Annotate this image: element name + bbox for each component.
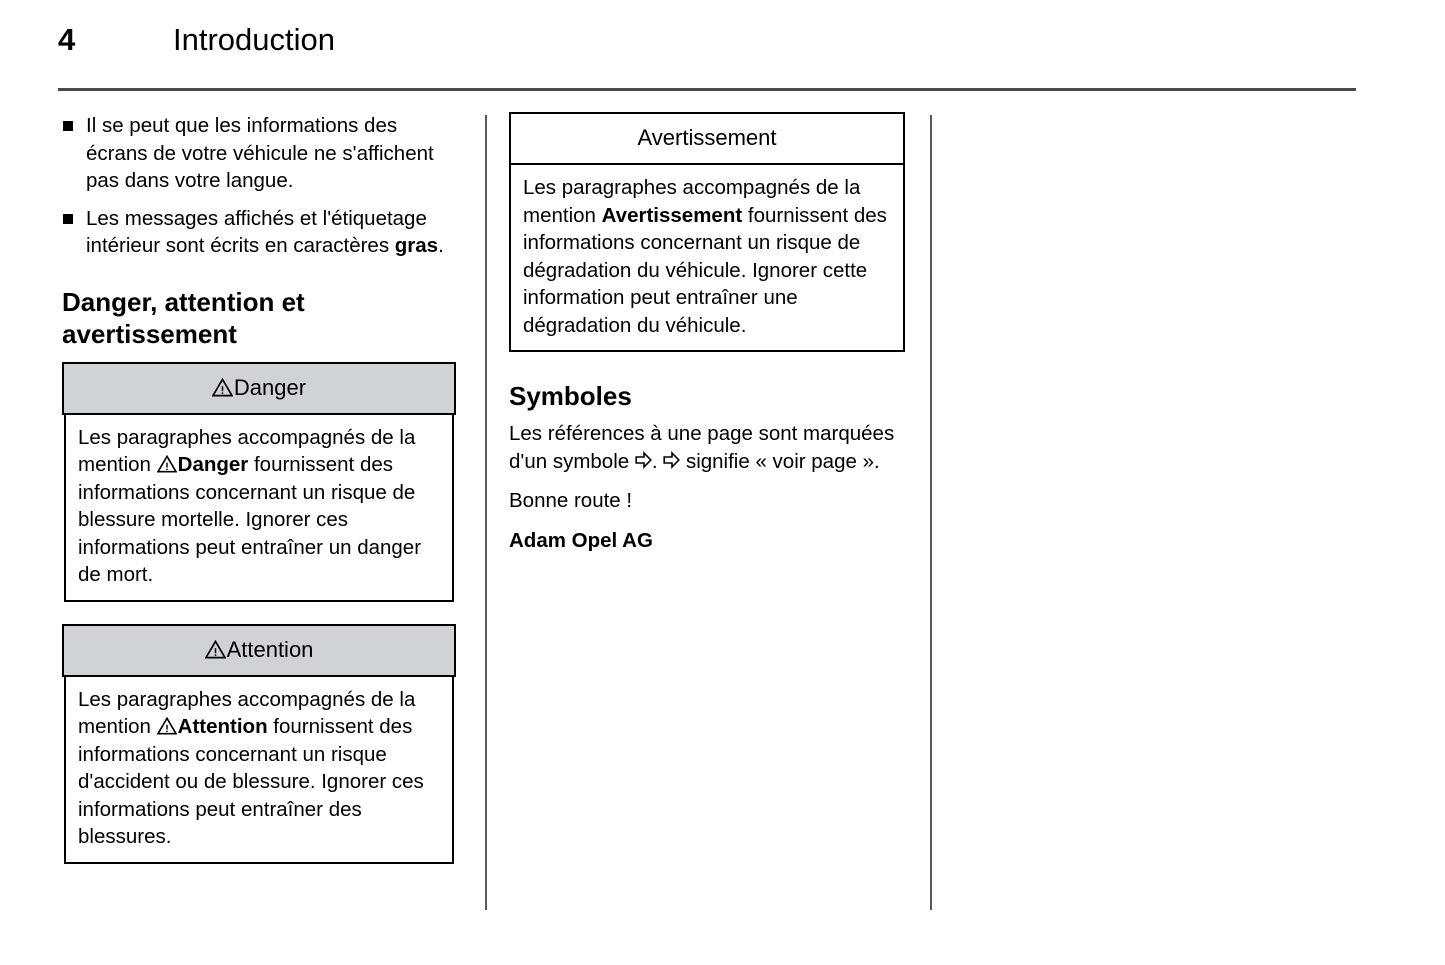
attention-notice-header: Attention: [62, 623, 456, 677]
avertissement-body-before: Les paragraphes accompagnés de la mentio…: [523, 176, 861, 227]
danger-notice-header: Danger: [62, 361, 456, 415]
list-item-text: Il se peut que les informations des écra…: [86, 114, 434, 192]
warning-triangle-icon: [211, 377, 233, 397]
column-divider-left: [485, 115, 487, 910]
danger-body-bold: Danger: [177, 453, 249, 476]
list-item-text-after: .: [438, 234, 444, 257]
avertissement-notice-header: Avertissement: [509, 112, 905, 165]
column-divider-right: [930, 115, 932, 910]
attention-notice-title: Attention: [226, 636, 314, 662]
middle-column: Avertissement Les paragraphes accompagné…: [509, 112, 905, 554]
page-header: 4 Introduction: [58, 24, 1356, 74]
attention-body-before: Les paragraphes accompagnés de la mentio…: [78, 687, 416, 739]
danger-body-after: fournissent des informations concernant …: [78, 453, 422, 586]
avertissement-notice-box: Avertissement Les paragraphes accompagné…: [509, 112, 905, 352]
symboles-text-1: Les références à une page sont marquées …: [509, 422, 895, 473]
company-signature: Adam Opel AG: [509, 528, 653, 552]
symboles-text-2: .: [651, 449, 664, 473]
header-rule: [58, 88, 1356, 91]
left-column: Il se peut que les informations des écra…: [62, 112, 456, 886]
attention-body-bold: Attention: [177, 715, 268, 738]
list-item-text-before: Les messages affichés et l'étiquetage in…: [86, 206, 427, 258]
warning-triangle-icon: [156, 717, 177, 735]
list-item: Il se peut que les informations des écra…: [62, 112, 456, 195]
symboles-paragraph: Les références à une page sont marquées …: [509, 420, 905, 475]
avertissement-body-after: fournissent des informations concernant …: [523, 203, 887, 337]
attention-body-after: fournissent des informations concernant …: [78, 715, 424, 848]
closing-greeting: Bonne route !: [509, 489, 633, 512]
square-bullet-icon: [63, 121, 73, 131]
avertissement-notice-body: Les paragraphes accompagnés de la mentio…: [509, 165, 905, 352]
danger-notice-box: Danger Les paragraphes accompagnés de la…: [62, 361, 456, 602]
avertissement-body-bold: Avertissement: [601, 203, 743, 227]
intro-bullet-list: Il se peut que les informations des écra…: [62, 112, 456, 260]
symboles-text-3: signifie « voir page ».: [680, 449, 880, 473]
square-bullet-icon: [63, 213, 73, 224]
section-heading-symboles: Symboles: [509, 381, 632, 411]
attention-notice-body: Les paragraphes accompagnés de la mentio…: [64, 676, 454, 864]
attention-notice-box: Attention Les paragraphes accompagnés de…: [62, 623, 456, 864]
page-title: Introduction: [173, 22, 335, 57]
danger-notice-body: Les paragraphes accompagnés de la mentio…: [64, 414, 454, 602]
warning-triangle-icon: [156, 455, 177, 473]
warning-triangle-icon: [204, 639, 226, 659]
avertissement-notice-title: Avertissement: [637, 125, 777, 150]
see-page-arrow-icon: [635, 450, 652, 469]
page-number: 4: [58, 22, 76, 57]
see-page-arrow-icon: [663, 450, 681, 469]
list-item: Les messages affichés et l'étiquetage in…: [62, 205, 456, 260]
section-heading-danger-attention: Danger, attention et avertissement: [62, 286, 305, 349]
danger-notice-title: Danger: [233, 374, 307, 400]
danger-body-before: Les paragraphes accompagnés de la mentio…: [78, 425, 416, 477]
list-item-text-bold: gras: [394, 234, 439, 257]
